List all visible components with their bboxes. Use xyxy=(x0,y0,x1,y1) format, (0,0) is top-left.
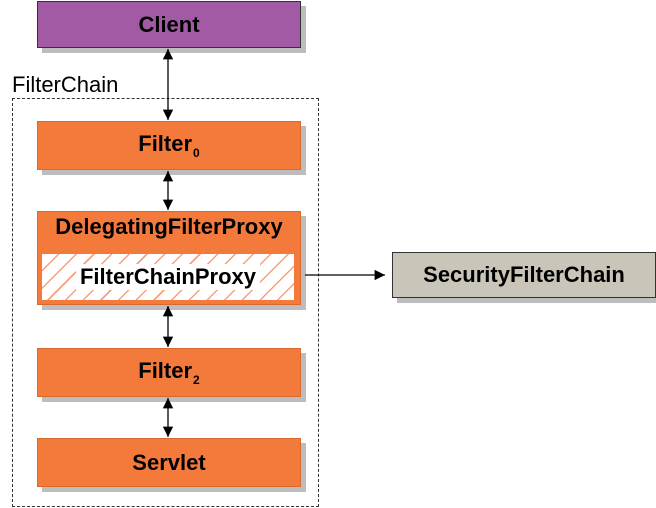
security-filter-chain-node: SecurityFilterChain xyxy=(392,252,656,298)
filter0-node: Filter0 xyxy=(37,121,301,170)
client-node: Client xyxy=(37,1,301,48)
servlet-node: Servlet xyxy=(37,438,301,487)
filter0-subscript: 0 xyxy=(193,146,200,160)
security-filter-chain-label: SecurityFilterChain xyxy=(423,262,625,287)
servlet-label: Servlet xyxy=(132,449,206,475)
filter2-label: Filter2 xyxy=(138,358,199,387)
filter0-name: Filter xyxy=(138,131,193,156)
filter-chain-proxy-node: FilterChainProxy xyxy=(41,253,295,301)
delegating-filter-proxy-label: DelegatingFilterProxy xyxy=(55,214,283,239)
filter2-name: Filter xyxy=(138,358,193,383)
filter-chain-label: FilterChain xyxy=(10,72,121,98)
client-label: Client xyxy=(138,11,200,37)
delegating-filter-proxy-node: DelegatingFilterProxy FilterChainProxy xyxy=(37,211,301,305)
filter2-subscript: 2 xyxy=(193,373,200,387)
filter0-label: Filter0 xyxy=(138,131,199,160)
filter-chain-proxy-label: FilterChainProxy xyxy=(75,264,261,290)
filter2-node: Filter2 xyxy=(37,348,301,397)
